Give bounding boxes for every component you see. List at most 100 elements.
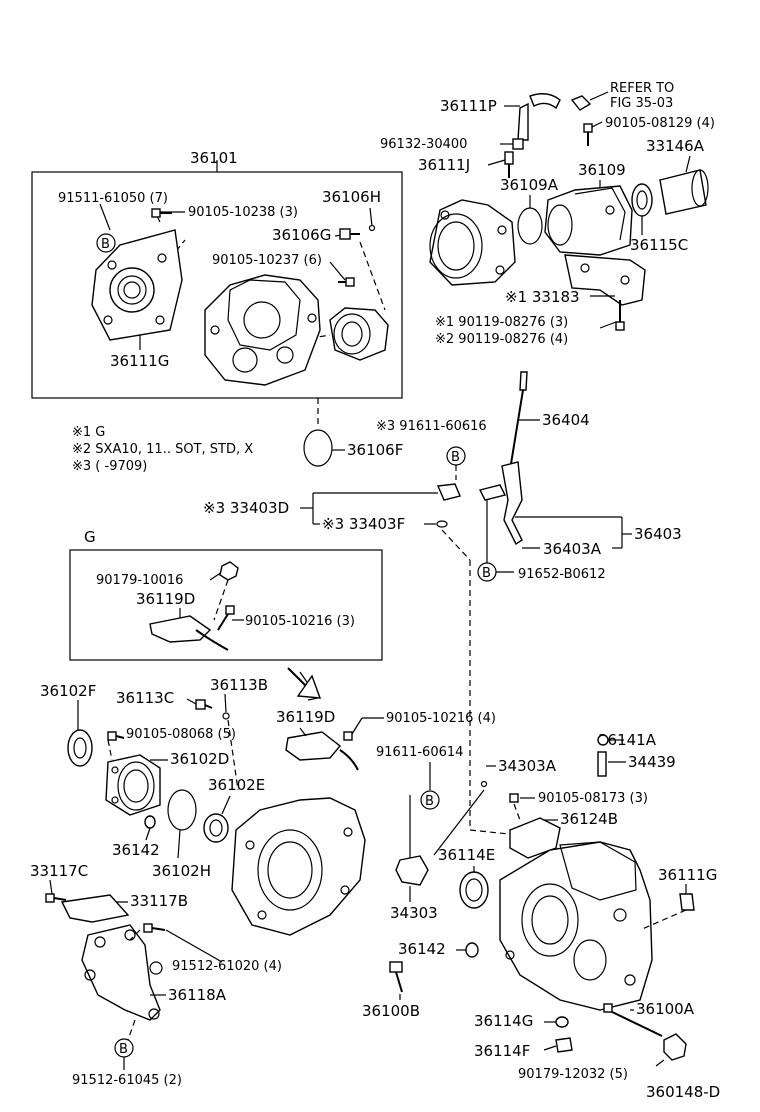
note-3: ※3 ( -9709)	[72, 459, 147, 474]
bolt-part	[583, 123, 593, 146]
bracket-part	[436, 483, 461, 501]
label-91652-B0612: 91652-B0612	[518, 567, 606, 582]
plug-part	[555, 1016, 569, 1028]
label-group-g: G	[84, 528, 96, 546]
breather-plug-part	[679, 893, 695, 911]
o-ring-part	[517, 207, 543, 245]
svg-text:B: B	[101, 237, 110, 252]
o-ring-part	[167, 789, 197, 831]
cover-plate-part	[509, 817, 561, 859]
label-33403D: ※3 33403D	[203, 499, 289, 517]
label-36142-a: 36142	[112, 841, 160, 859]
bolt-part	[338, 277, 355, 287]
label-33146A: 33146A	[646, 137, 705, 155]
note-2: ※2 SXA10, 11.. SOT, STD, X	[72, 442, 253, 457]
engine-mount-bracket-part	[81, 924, 163, 1021]
label-36100A: 36100A	[636, 1000, 695, 1018]
extension-housing-part	[429, 199, 516, 286]
label-90119-1: ※1 90119-08276 (3)	[435, 315, 568, 330]
label-33117C: 33117C	[30, 862, 88, 880]
label-36114F: 36114F	[474, 1042, 530, 1060]
plug-part	[555, 1037, 573, 1053]
label-36111G-a: 36111G	[110, 352, 169, 370]
label-36106G: 36106G	[272, 226, 331, 244]
breather-hose-part	[517, 93, 561, 141]
gasket-small-part	[480, 780, 488, 788]
callout-b-icon: B	[420, 790, 440, 810]
label-90105-10237: 90105-10237 (6)	[212, 253, 322, 268]
label-33183: ※1 33183	[505, 288, 580, 306]
label-36111J: 36111J	[418, 156, 470, 174]
callout-b-icon: B	[96, 233, 116, 253]
label-90105-10238: 90105-10238 (3)	[188, 205, 298, 220]
label-90105-10216-b: 90105-10216 (4)	[386, 711, 496, 726]
gasket-small-part	[222, 712, 230, 720]
callout-b-icon: B	[114, 1038, 134, 1058]
gasket-small-part	[597, 734, 609, 746]
bolt-part	[217, 605, 235, 631]
label-36141A: 36141A	[598, 731, 657, 749]
label-33117B: 33117B	[130, 892, 188, 910]
label-36111P: 36111P	[440, 97, 497, 115]
label-90105-08129: 90105-08129 (4)	[605, 116, 715, 131]
svg-text:B: B	[482, 566, 491, 581]
label-34303A: 34303A	[498, 757, 557, 775]
label-34439: 34439	[628, 753, 676, 771]
label-90105-10216-a: 90105-10216 (3)	[245, 614, 355, 629]
bolt-part	[151, 208, 172, 218]
seal-ring-part	[436, 520, 448, 528]
dipstick-part	[509, 371, 528, 471]
bracket-part	[60, 894, 130, 923]
label-91512-61020: 91512-61020 (4)	[172, 959, 282, 974]
svg-text:B: B	[119, 1042, 128, 1057]
plug-part	[144, 815, 156, 829]
label-36119D-b: 36119D	[276, 708, 335, 726]
label-90179-12032: 90179-12032 (5)	[518, 1067, 628, 1082]
oil-seal-part	[67, 729, 93, 767]
dipstick-tube-part	[478, 461, 523, 546]
label-91511-61050: 91511-61050 (7)	[58, 191, 168, 206]
label-36102H: 36102H	[152, 862, 211, 880]
label-36403A: 36403A	[543, 540, 602, 558]
label-36114G: 36114G	[474, 1012, 533, 1030]
label-36102D: 36102D	[170, 750, 229, 768]
label-91611-60614: 91611-60614	[376, 745, 463, 760]
label-96132-30400: 96132-30400	[380, 137, 467, 152]
label-91512-61045: 91512-61045 (2)	[72, 1073, 182, 1088]
direction-arrow-icon	[287, 667, 322, 701]
o-ring-part	[303, 429, 333, 467]
bolt-part	[107, 731, 125, 741]
svg-text:B: B	[451, 450, 460, 465]
label-36124B: 36124B	[560, 810, 618, 828]
speed-sensor-part	[149, 615, 229, 651]
label-36109: 36109	[578, 161, 626, 179]
label-36102E: 36102E	[208, 776, 265, 794]
bolt-part	[45, 893, 67, 903]
speed-sensor-part	[285, 731, 359, 771]
refer-line-1: REFER TO	[610, 81, 674, 96]
nut-part	[219, 561, 239, 581]
label-36118A: 36118A	[168, 986, 227, 1004]
bolt-part	[509, 793, 519, 803]
label-36102F: 36102F	[40, 682, 96, 700]
note-1: ※1 G	[72, 425, 105, 440]
plug-part	[597, 751, 607, 777]
label-91611-60616: ※3 91611-60616	[376, 419, 487, 434]
transfer-housing-part	[544, 185, 633, 256]
label-33403F: ※3 33403F	[322, 515, 405, 533]
transaxle-case-part	[231, 797, 366, 936]
label-90119-2: ※2 90119-08276 (4)	[435, 332, 568, 347]
breather-cap-part	[570, 95, 592, 111]
label-36142-b: 36142	[398, 940, 446, 958]
label-36100B: 36100B	[362, 1002, 420, 1020]
gasket-small-part	[368, 224, 376, 232]
label-36404: 36404	[542, 411, 590, 429]
retainer-part	[329, 307, 389, 361]
breather-plug-part	[504, 151, 514, 178]
nut-part	[663, 1033, 687, 1061]
refer-line-2: FIG 35-03	[610, 96, 673, 111]
label-36106F: 36106F	[347, 441, 403, 459]
label-90105-08068: 90105-08068 (5)	[126, 727, 236, 742]
callout-b-icon: B	[477, 562, 497, 582]
